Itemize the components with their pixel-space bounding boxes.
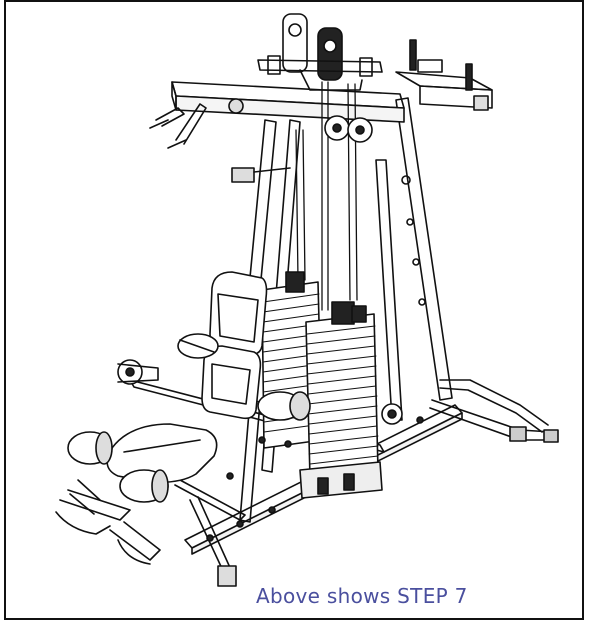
top-pulley-tower [257,13,383,91]
back-pad [209,271,268,356]
weight-stack-front [299,301,383,499]
step-caption: Above shows STEP 7 [256,584,468,608]
seat-back-pad [201,345,262,420]
roller-pads [177,333,403,425]
seat-cushion [106,423,218,484]
right-upright [375,97,453,421]
gym-assembly-drawing [55,13,559,587]
upper-right-bracket [395,39,493,111]
low-pulley [117,359,159,385]
base-bolts [206,416,424,542]
leg-extension [55,431,169,565]
mid-pulleys [231,115,373,183]
